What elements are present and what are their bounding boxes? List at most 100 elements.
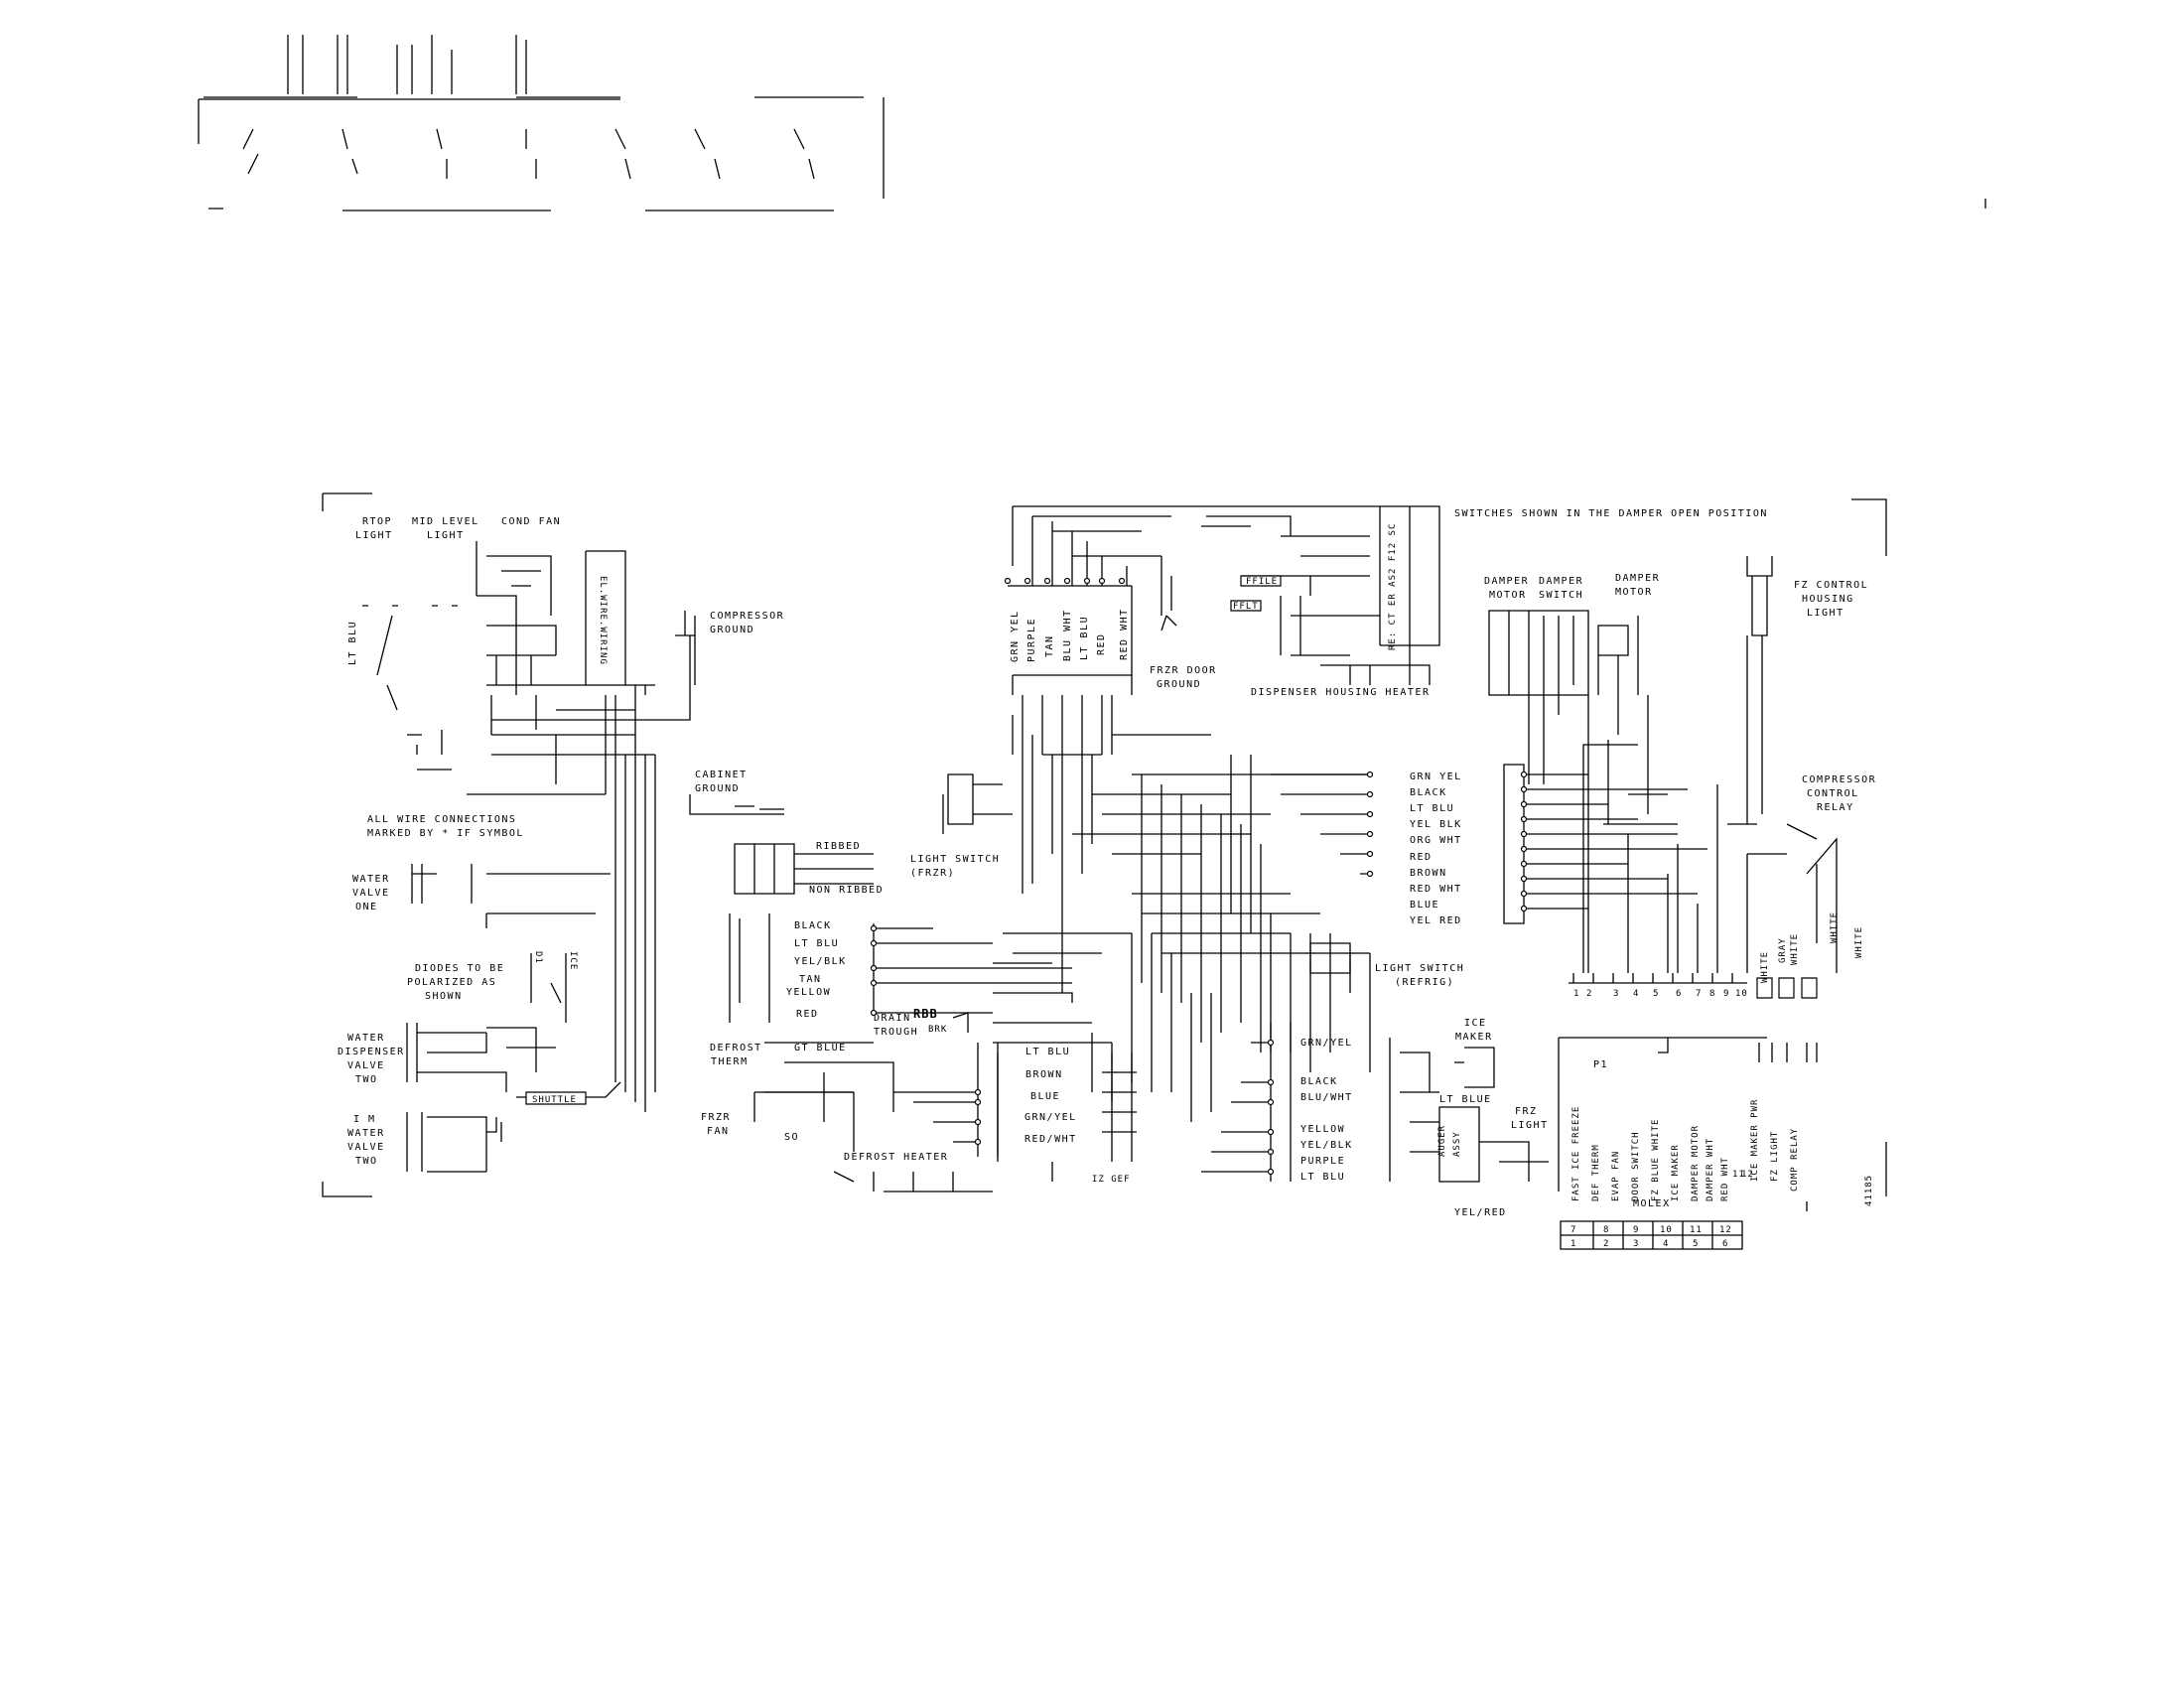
lower-conn-wire-3: GRN/YEL bbox=[1024, 1112, 1077, 1123]
terminal-node bbox=[1267, 1039, 1275, 1047]
terminal-node bbox=[1267, 1128, 1275, 1136]
water-valve-one-label-3: ONE bbox=[355, 902, 378, 912]
p1-pin-10: 10 bbox=[1735, 989, 1748, 999]
svg-text:BRK: BRK bbox=[928, 1025, 947, 1035]
p1-fn-7: DAMPER WHT bbox=[1706, 1138, 1715, 1201]
right-conn-wire-1: BLACK bbox=[1410, 787, 1447, 798]
diodes-note-1: DIODES TO BE bbox=[415, 963, 504, 974]
p1-fn-2: EVAP FAN bbox=[1611, 1151, 1621, 1201]
water-dispenser-valve-label-2: DISPENSER bbox=[338, 1047, 405, 1057]
center-conn-wire-6: LT BLU bbox=[1300, 1172, 1345, 1183]
right-conn-wire-0: GRN YEL bbox=[1410, 772, 1462, 782]
compressor-control-relay: COMPRESSOR CONTROL RELAY bbox=[1727, 774, 1875, 973]
p1-pin-9: 9 bbox=[1723, 989, 1729, 999]
switches-note: SWITCHES SHOWN IN THE DAMPER OPEN POSITI… bbox=[1454, 508, 1768, 519]
right-conn-wire-9: YEL RED bbox=[1410, 915, 1462, 926]
im-water-valve-label-2: WATER bbox=[347, 1128, 385, 1139]
light-switch-refrig-label: LIGHT SWITCH bbox=[1375, 963, 1464, 974]
light-switch-frzr-label-2: (FRZR) bbox=[910, 868, 955, 879]
p1-pin-4: 4 bbox=[1633, 989, 1639, 999]
light-switch-frzr: LIGHT SWITCH (FRZR) bbox=[910, 773, 1013, 879]
center-connector: GRN/YEL BLACK BLU/WHT YELLOW YEL/BLK PUR… bbox=[1201, 1023, 1351, 1183]
terminal-node bbox=[1083, 577, 1091, 585]
right-conn-wire-4: ORG WHT bbox=[1410, 835, 1462, 846]
top-right-conn-note: RE: CT ER AS2 F12 SC bbox=[1388, 523, 1398, 650]
ice-maker-label-2: MAKER bbox=[1455, 1032, 1493, 1043]
gray-label: GRAY bbox=[1778, 937, 1788, 963]
p1-fn-4: FZ BLUE WHITE bbox=[1651, 1119, 1661, 1201]
terminal-node bbox=[1520, 785, 1528, 793]
fan-motor-glyph: SO bbox=[784, 1132, 799, 1143]
im-water-valve-label: I M bbox=[353, 1114, 376, 1125]
lower-conn-wire-0: LT BLU bbox=[1025, 1047, 1070, 1057]
shuttle-label: SHUTTLE bbox=[532, 1095, 577, 1105]
molex-bot-3: 4 bbox=[1663, 1239, 1669, 1249]
terminal-node bbox=[1098, 577, 1106, 585]
p1-pin-11: 11 bbox=[1732, 1170, 1745, 1180]
terminal-node bbox=[1267, 1098, 1275, 1106]
terminal-node bbox=[870, 964, 878, 972]
p1-fn-3: DOOR SWITCH bbox=[1631, 1131, 1641, 1201]
frzr-fan-label: FRZR bbox=[701, 1112, 731, 1123]
water-dispenser-valve-label-4: TWO bbox=[355, 1074, 378, 1085]
white-label-3: WHITE bbox=[1854, 926, 1864, 958]
terminal-node bbox=[974, 1138, 982, 1146]
molex-top-3: 10 bbox=[1660, 1225, 1673, 1235]
p1-fn-1: DEF THERM bbox=[1591, 1144, 1601, 1201]
molex-connector: MOLEX 7 8 9 10 11 12 1 2 3 4 5 6 bbox=[1560, 1198, 1743, 1250]
terminal-node bbox=[1520, 845, 1528, 853]
p1-pin-1: 1 bbox=[1573, 989, 1579, 999]
defrost-therm-label: DEFROST bbox=[710, 1043, 762, 1053]
light-switch-refrig-label-2: (REFRIG) bbox=[1395, 977, 1454, 988]
right-conn-wire-7: RED WHT bbox=[1410, 884, 1462, 895]
molex-top-0: 7 bbox=[1570, 1225, 1576, 1235]
lower-connector: LT BLU BROWN BLUE GRN/YEL RED/WHT IZ GEF bbox=[893, 1043, 1137, 1185]
compressor-ground-label-2: GROUND bbox=[710, 625, 754, 635]
terminal-node bbox=[1366, 810, 1374, 818]
terminal-node bbox=[1267, 1168, 1275, 1176]
water-valve-one-label: WATER bbox=[352, 874, 390, 885]
drain-trough-label-2: TROUGH bbox=[874, 1027, 918, 1038]
right-conn-wire-3: YEL BLK bbox=[1410, 819, 1462, 830]
molex-bot-2: 3 bbox=[1633, 1239, 1639, 1249]
molex-bot-4: 5 bbox=[1693, 1239, 1699, 1249]
all-wire-note-2: MARKED BY * IF SYMBOL bbox=[367, 828, 524, 839]
switch-bank-detail bbox=[198, 35, 885, 211]
terminal-node bbox=[1024, 577, 1031, 585]
all-wire-note-1: ALL WIRE CONNECTIONS bbox=[367, 814, 516, 825]
left-conn-wire-5: RED bbox=[796, 1009, 819, 1020]
cond-fan-label: COND FAN bbox=[501, 516, 561, 527]
gt-blue-label: GT BLUE bbox=[794, 1043, 847, 1053]
lower-conn-wire-4: RED/WHT bbox=[1024, 1134, 1077, 1145]
rtop-light-label-2: LIGHT bbox=[355, 530, 393, 541]
defrost-therm-label-2: THERM bbox=[711, 1056, 749, 1067]
fz-control-light-label-3: LIGHT bbox=[1807, 608, 1844, 619]
ribbed-label: RIBBED bbox=[816, 841, 861, 852]
terminal-node bbox=[1520, 875, 1528, 883]
terminal-node bbox=[1366, 850, 1374, 858]
light-switch-frzr-label: LIGHT SWITCH bbox=[910, 854, 1000, 865]
terminal-node bbox=[1520, 860, 1528, 868]
water-dispenser-valve-label: WATER bbox=[347, 1033, 385, 1044]
light-switch-refrig: LIGHT SWITCH (REFRIG) bbox=[1309, 942, 1464, 988]
p1-fn-6: DAMPER MOTOR bbox=[1691, 1125, 1701, 1201]
drain-trough-label: DRAIN bbox=[874, 1013, 911, 1024]
field-wiring-label: EL.WIRE.WIRING bbox=[598, 576, 608, 665]
part-number: 41185 bbox=[1864, 1175, 1874, 1206]
svg-text:D1: D1 bbox=[533, 951, 543, 964]
frzr-fan-label-2: FAN bbox=[707, 1126, 730, 1137]
terminal-node bbox=[1520, 771, 1528, 778]
top-connector: GRN YEL PURPLE TAN BLU WHT LT BLU RED RE… bbox=[1008, 505, 1236, 993]
terminal-node bbox=[1267, 1078, 1275, 1086]
terminal-node bbox=[1267, 1148, 1275, 1156]
diodes-note-2: POLARIZED AS bbox=[407, 977, 496, 988]
terminal-node bbox=[1366, 830, 1374, 838]
p1-pin-5: 5 bbox=[1653, 989, 1659, 999]
right-connector: GRN YEL BLACK LT BLU YEL BLK ORG WHT RED… bbox=[1230, 744, 1718, 973]
diodes-note-3: SHOWN bbox=[425, 991, 463, 1002]
left-conn-wire-2: YEL/BLK bbox=[794, 956, 847, 967]
svg-text:FFILE: FFILE bbox=[1246, 577, 1278, 587]
dispenser-housing-heater-label: DISPENSER HOUSING HEATER bbox=[1251, 687, 1431, 698]
p1-fn-8: RED WHT bbox=[1720, 1157, 1730, 1201]
